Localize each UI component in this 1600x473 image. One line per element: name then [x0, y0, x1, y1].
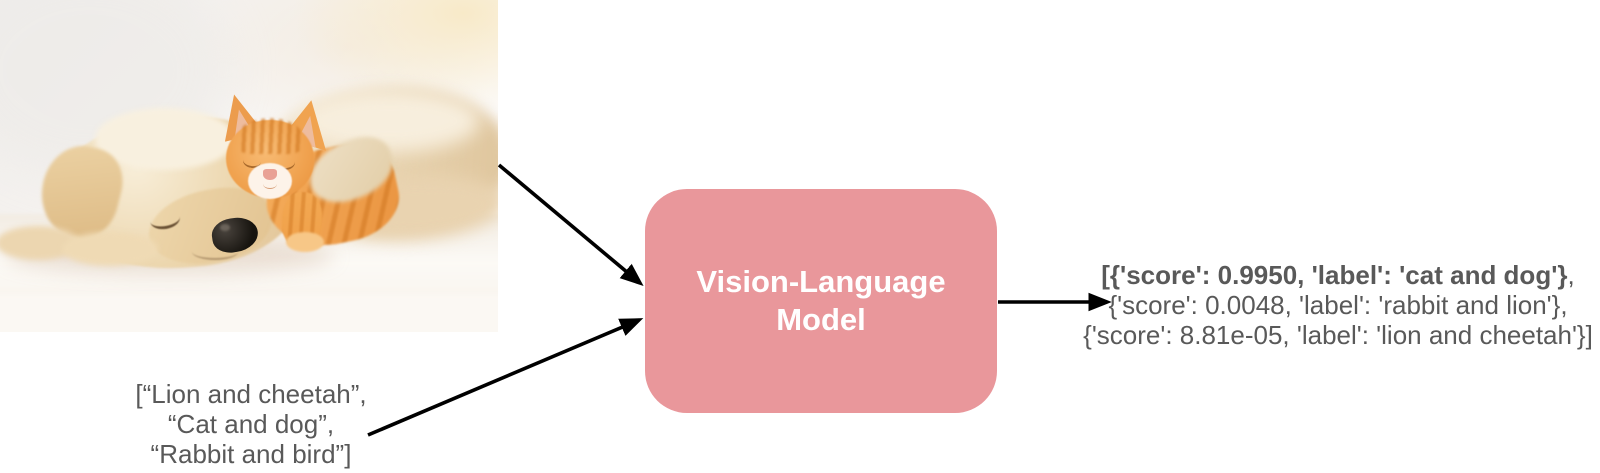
- arrow-image-to-model: [497, 163, 644, 287]
- output-text: [{'score': 0.9950, 'label': 'cat and dog…: [1038, 260, 1600, 350]
- candidate-labels-text: [“Lion and cheetah”, “Cat and dog”, “Rab…: [51, 379, 451, 469]
- output-line-1-comma: ,: [1567, 260, 1575, 290]
- puppy-paw: [62, 232, 158, 266]
- model-box: Vision-Language Model: [645, 189, 997, 413]
- puppy-nose-highlight: [220, 224, 230, 231]
- photo-blanket-front: [0, 294, 498, 332]
- candidate-labels-line-2: “Cat and dog”,: [167, 409, 335, 439]
- puppy-head-fluff: [95, 108, 235, 170]
- candidate-labels-line-3: “Rabbit and bird”]: [150, 439, 352, 469]
- kitten-forehead-stripes: [238, 118, 302, 154]
- puppy-body-highlight: [300, 90, 480, 152]
- output-line-1: [{'score': 0.9950, 'label': 'cat and dog…: [1038, 260, 1600, 290]
- model-box-label-line-1: Vision-Language: [696, 264, 946, 299]
- kitten-paw: [286, 232, 324, 252]
- puppy-mouth-line: [192, 244, 238, 260]
- model-box-label-line-2: Model: [776, 302, 866, 337]
- kitten-nose: [263, 169, 277, 180]
- output-line-2: {'score': 0.0048, 'label': 'rabbit and l…: [1108, 290, 1568, 320]
- kitten-mouth: [263, 179, 277, 189]
- input-image: [0, 0, 498, 332]
- model-box-label: Vision-Language Model: [696, 263, 945, 339]
- output-top-result: [{'score': 0.9950, 'label': 'cat and dog…: [1101, 260, 1568, 290]
- candidate-labels-line-1: [“Lion and cheetah”,: [135, 379, 367, 409]
- output-line-3: {'score': 8.81e-05, 'label': 'lion and c…: [1083, 320, 1593, 350]
